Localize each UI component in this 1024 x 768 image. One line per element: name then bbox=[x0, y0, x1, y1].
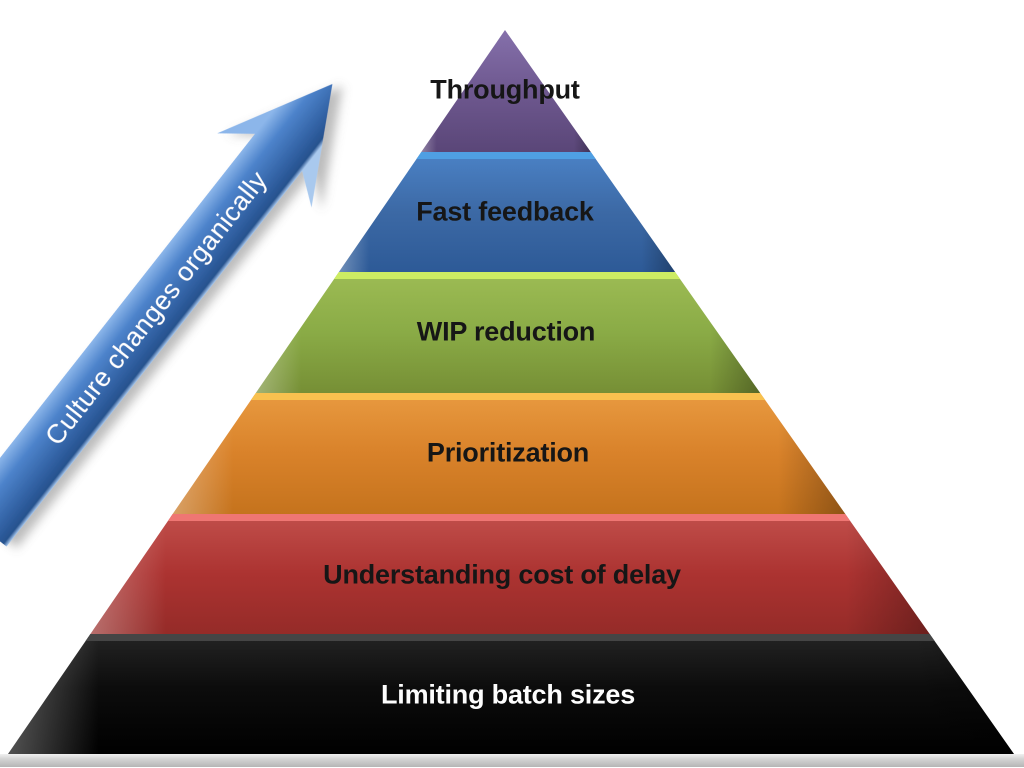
pyramid-base-shadow bbox=[0, 754, 1024, 767]
pyramid-level-label-wip-reduction: WIP reduction bbox=[416, 316, 596, 347]
pyramid-level-wip-reduction bbox=[255, 272, 761, 393]
pyramid-level-understanding-cost-of-delay bbox=[90, 514, 930, 634]
pyramid-level-limiting-batch-sizes bbox=[8, 634, 1014, 754]
pyramid-level-fast-feedback bbox=[338, 152, 676, 272]
culture-arrow-label: Culture changes organically bbox=[39, 165, 273, 451]
level-top-highlight bbox=[416, 152, 596, 159]
pyramid-level-label-throughput: Throughput bbox=[430, 74, 580, 105]
level-top-highlight bbox=[85, 634, 935, 641]
pyramid-level-label-understanding-cost: Understanding cost of delay bbox=[323, 559, 681, 590]
pyramid-level-label-limiting-batch: Limiting batch sizes bbox=[380, 679, 636, 710]
level-top-highlight bbox=[334, 272, 681, 279]
pyramid-level-label-fast-feedback: Fast feedback bbox=[416, 196, 594, 227]
pyramid-level-prioritization bbox=[172, 393, 846, 514]
level-top-highlight bbox=[251, 393, 766, 400]
pyramid-level-throughput bbox=[421, 30, 591, 152]
level-top-highlight bbox=[167, 514, 851, 521]
culture-arrow-shape bbox=[0, 83, 333, 547]
pyramid-level-label-prioritization: Prioritization bbox=[426, 437, 590, 468]
